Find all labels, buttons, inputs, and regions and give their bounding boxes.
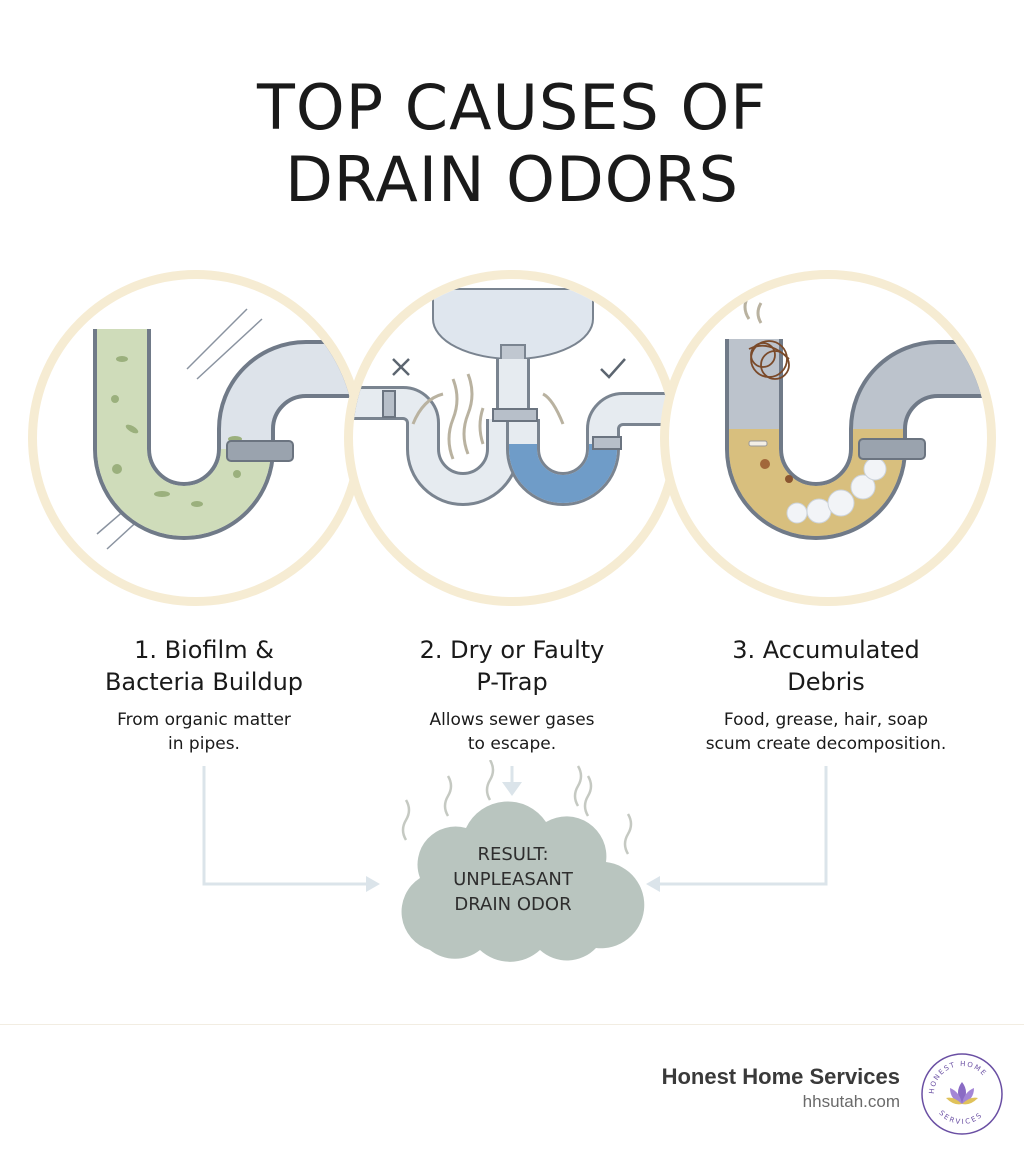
cause-heading-line-1: 1. Biofilm & [134,636,274,664]
arrow-from-cause-2 [656,766,828,886]
p-trap-illustration [344,270,680,606]
title-line-1: TOP CAUSES OF [257,71,767,144]
cause-description-line-2: in pipes. [168,734,240,754]
lotus-icon [946,1082,978,1105]
brand-block: Honest Home Services hhsutah.com [662,1064,900,1112]
cause-description: From organic matter in pipes. [54,708,354,756]
cause-heading-line-2: P-Trap [476,668,548,696]
p-trap-pipe-icon [353,288,671,506]
arrow-from-cause-3 [502,782,522,796]
odor-fumes-icon [401,760,633,855]
cause-description: Food, grease, hair, soap scum create dec… [676,708,976,756]
biofilm-illustration [28,270,364,606]
title-line-2: DRAIN ODORS [285,143,739,216]
brand-name: Honest Home Services [661,1064,900,1089]
debris-illustration [660,270,996,606]
cause-heading-line-2: Bacteria Buildup [104,668,304,696]
cause-p-trap: 2. Dry or Faulty P-Trap Allows sewer gas… [362,634,662,756]
result-line-2: UNPLEASANT [453,869,573,890]
cause-description-line-1: Food, grease, hair, soap [723,710,929,730]
flow-arrows [202,760,828,962]
biofilm-pipe-icon [93,308,355,550]
page-title: TOP CAUSES OF DRAIN ODORS [0,72,1024,216]
check-mark-icon [600,358,626,379]
x-mark-icon [392,358,410,376]
result-label: RESULT: UNPLEASANT DRAIN ODOR [418,842,608,917]
cause-description-line-2: scum create decomposition. [705,734,947,754]
debris-pipe-icon [725,279,987,540]
result-line-3: DRAIN ODOR [454,894,572,915]
odor-cloud-icon [401,801,645,962]
brand-logo: HONEST HOME SERVICES [921,1053,1003,1135]
cause-biofilm: 1. Biofilm & Bacteria Buildup From organ… [54,634,354,756]
cause-heading-line-1: 2. Dry or Faulty [419,636,605,664]
cause-description-line-1: Allows sewer gases [429,710,595,730]
footer-divider [0,1024,1024,1025]
arrow-from-cause-1 [202,766,370,886]
cause-description: Allows sewer gases to escape. [362,708,662,756]
cause-description-line-1: From organic matter [117,710,291,730]
cause-description-line-2: to escape. [467,734,557,754]
brand-url[interactable]: hhsutah.com [802,1092,900,1111]
cause-heading-line-2: Debris [787,668,865,696]
cause-heading-line-1: 3. Accumulated [732,636,920,664]
cause-debris: 3. Accumulated Debris Food, grease, hair… [676,634,976,756]
result-line-1: RESULT: [477,844,549,865]
